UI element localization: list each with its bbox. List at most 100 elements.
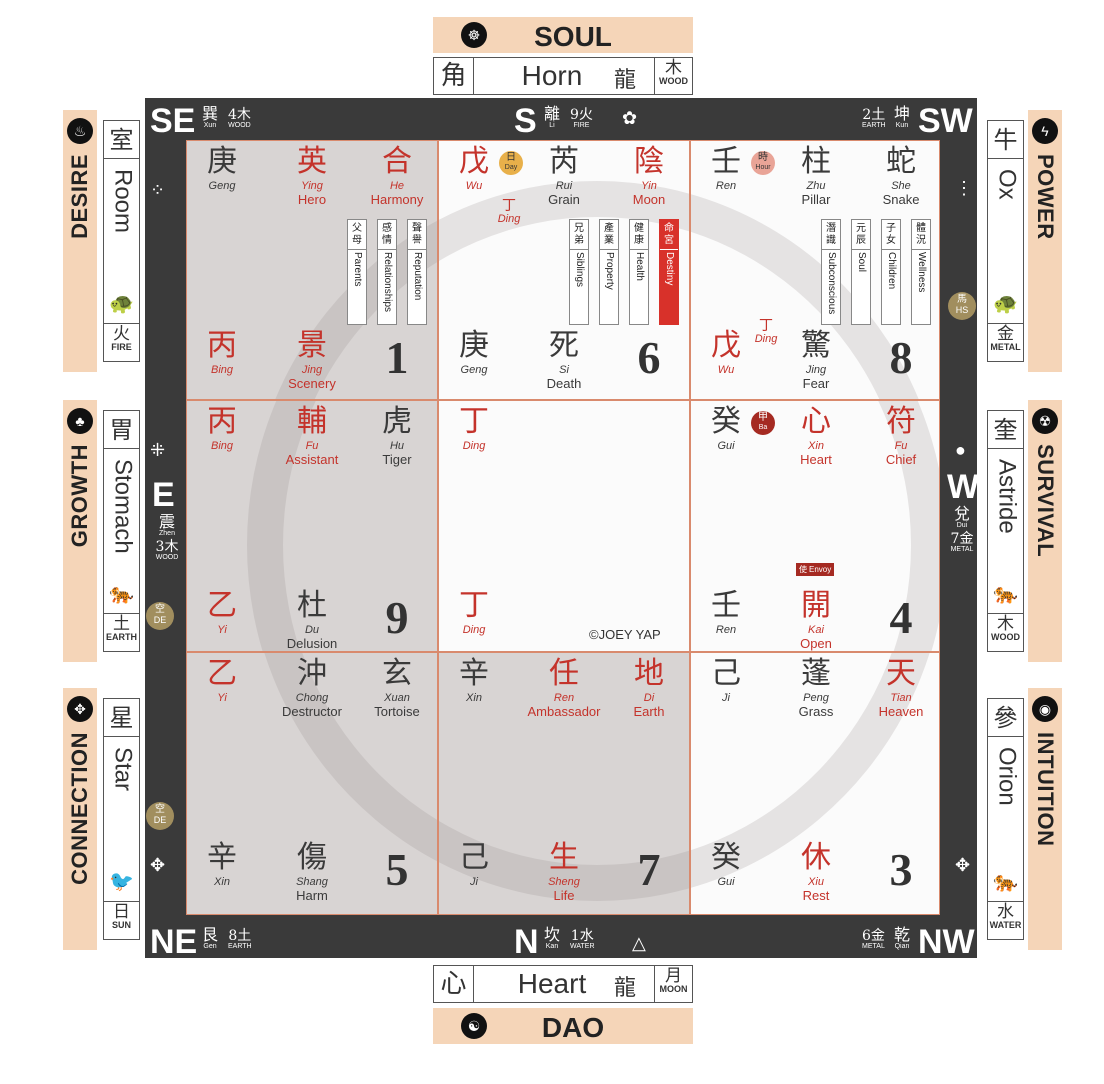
earth-stem-pinyin: Yi [217,624,227,636]
star-english: Grain [548,192,580,207]
right-element-label: WOOD [991,632,1020,642]
badge-label: HS [955,305,969,315]
aspect-chinese: 子女 [882,220,900,250]
element-number: 4木 [228,107,251,123]
right-section-title: POWER [1033,154,1058,240]
trigram-char: 震 [158,512,175,531]
element-name: WOOD [155,554,179,561]
trigram-pinyin: Zhen [159,530,175,537]
aspect-english: Relationships [382,252,393,313]
bottom-element-label: MOON [659,984,688,994]
door-char: 杜 [297,588,327,623]
star-pinyin: Xin [808,440,824,452]
deity-pinyin: Xuan [384,692,410,704]
star-english: Pillar [801,192,831,207]
yin-yang-icon: ☯ [461,1013,487,1039]
life-aspect-property[interactable]: 產業 Property [599,219,619,325]
top-mansion-char: 角 [434,58,474,94]
trigram-char: 艮 [202,925,219,944]
heaven-stem-pinyin: Bing [210,440,234,452]
earth-stem-char: 戊 [711,328,741,363]
right-section-title: INTUITION [1033,732,1058,847]
dot-single-icon: ● [955,440,966,460]
badge-char: 甲 [758,412,768,423]
door-char: 休 [801,840,831,875]
deity-char: 玄 [382,656,412,691]
aspect-english: Property [604,252,615,290]
badge-char: 空 [155,604,165,615]
trigram-pinyin: Li [549,122,555,129]
right-survival-strip: ☢SURVIVAL [1028,400,1062,662]
earth-stem-pinyin: Ren [715,624,737,636]
star-english: Ambassador [527,704,601,719]
top-element-char: 木 [665,58,682,78]
star-char: 芮 [549,144,579,179]
aspect-english: Wellness [916,252,927,293]
compass-n: N [514,923,539,961]
earth-stem-pinyin: Bing [210,364,234,376]
heaven-stem-pinyin: Xin [466,692,482,704]
element-number: 7金 [950,531,974,547]
turtle-icon: 🐢 [109,293,134,315]
aspect-chinese: 產業 [600,220,618,250]
star-char: 輔 [297,404,327,439]
top-title-bar: ☸SOUL [433,17,693,53]
heaven-stem-pinyin: Geng [208,180,236,192]
door-pinyin: Jing [301,364,323,376]
right-mansion-name: Astride [993,459,1021,534]
left-mansion-name: Room [109,169,137,234]
heaven-stem-pinyin: Gui [717,440,735,452]
deity-english: Earth [633,704,665,719]
lightning-icon: ϟ [1032,118,1058,144]
earth-stem-pinyin: Ji [470,876,478,888]
bottom-mansion-name: Heart [517,968,587,999]
deity-char: 陰 [634,144,664,179]
right-mansion-name: Ox [993,169,1021,200]
badge-label: DE [153,815,167,825]
earth-stem-char: 丁 [459,588,489,623]
bottom-element-char: 月 [665,966,682,986]
right-element-char: 金 [997,324,1014,344]
